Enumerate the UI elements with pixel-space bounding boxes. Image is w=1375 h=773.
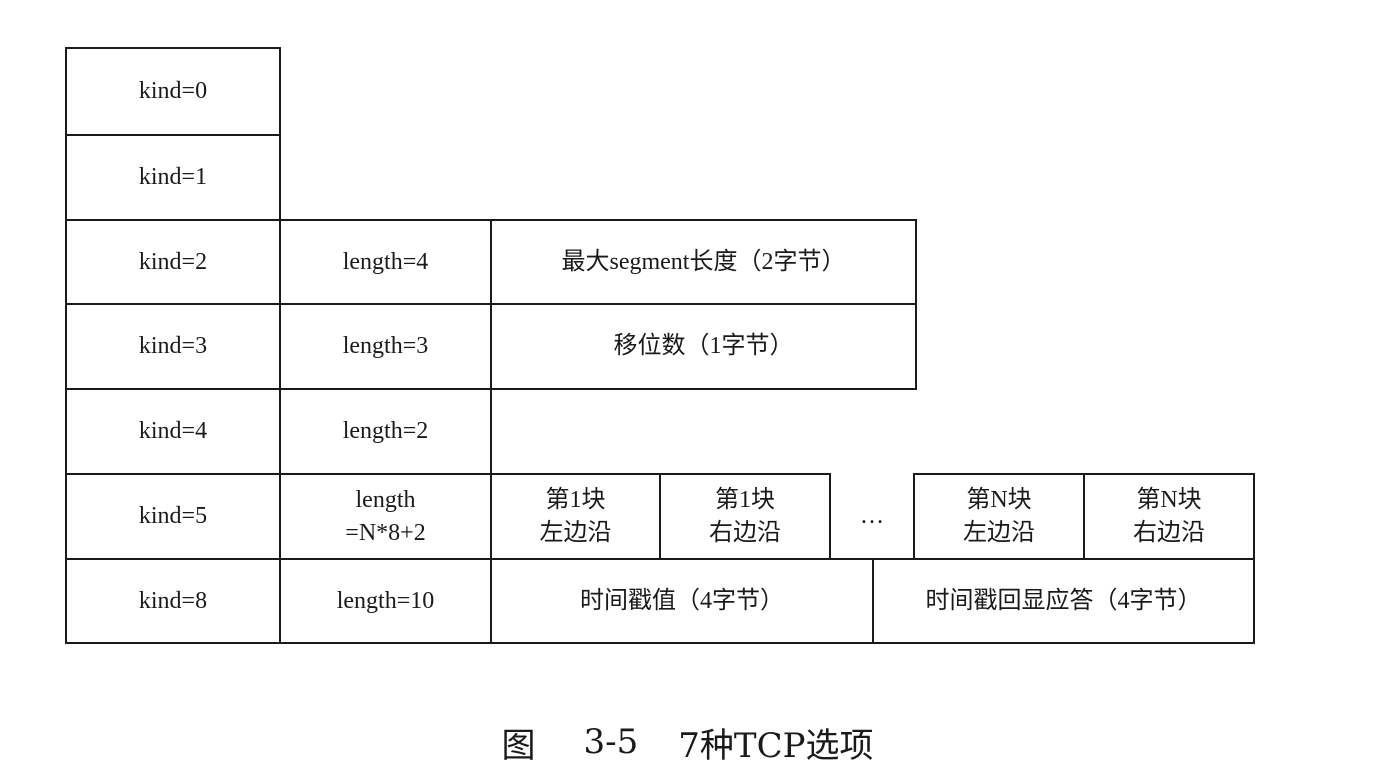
cell-text: 右边沿: [1133, 519, 1205, 546]
cell-text: length=10: [336, 587, 435, 614]
cell-text: 第1块: [715, 487, 775, 514]
cell-text: kind=5: [138, 503, 208, 530]
cell-text: 左边沿: [539, 519, 612, 546]
cell-text: kind=8: [138, 587, 208, 614]
cell-text: length=3: [342, 333, 429, 360]
cell-text: 第N块: [966, 487, 1032, 514]
cell-text: 时间戳回显应答（4字节）: [925, 587, 1202, 614]
cell-length-3: length=3: [279, 303, 492, 390]
cell-length-2: length=2: [279, 388, 492, 475]
cell-text: kind=4: [138, 418, 208, 445]
cell-block1-left: 第1块 左边沿: [490, 473, 661, 560]
ellipsis-text: …: [860, 503, 884, 529]
cell-kind-8: kind=8: [65, 558, 281, 644]
cell-text: 时间戳值（4字节）: [580, 587, 784, 614]
cell-kind-2: kind=2: [65, 219, 281, 305]
cell-text: 第N块: [1136, 487, 1202, 514]
cell-text: kind=1: [138, 164, 208, 191]
cell-mss: 最大segment长度（2字节）: [490, 219, 917, 305]
caption-number: 3-5: [583, 722, 639, 762]
cell-text: =N*8+2: [345, 519, 426, 546]
cell-kind-0: kind=0: [65, 47, 281, 136]
cell-text: 移位数（1字节）: [613, 333, 794, 360]
cell-kind-4: kind=4: [65, 388, 281, 475]
figure-caption: 图 3-5 7种TCP选项: [0, 712, 1375, 772]
cell-blockn-left: 第N块 左边沿: [913, 473, 1085, 560]
cell-text: length=2: [342, 418, 429, 445]
cell-timestamp-echo: 时间戳回显应答（4字节）: [872, 558, 1255, 644]
cell-shift: 移位数（1字节）: [490, 303, 917, 390]
cell-block1-right: 第1块 右边沿: [659, 473, 831, 560]
cell-text: kind=0: [138, 78, 208, 105]
cell-text: 左边沿: [963, 519, 1035, 546]
cell-text: length=4: [342, 248, 429, 275]
cell-text: kind=2: [138, 248, 208, 275]
cell-length-10: length=10: [279, 558, 492, 644]
caption-prefix: 图: [501, 725, 536, 766]
cell-length-n: length =N*8+2: [279, 473, 492, 560]
cell-kind-5: kind=5: [65, 473, 281, 560]
cell-text: length: [355, 487, 416, 514]
cell-kind-3: kind=3: [65, 303, 281, 390]
cell-text: 右边沿: [709, 519, 781, 546]
cell-text: 最大segment长度（2字节）: [561, 248, 846, 275]
cell-length-4: length=4: [279, 219, 492, 305]
cell-text: kind=3: [138, 333, 208, 360]
cell-blockn-right: 第N块 右边沿: [1083, 473, 1255, 560]
cell-kind-1: kind=1: [65, 134, 281, 221]
caption-title: 7种TCP选项: [678, 725, 874, 766]
ellipsis: …: [831, 473, 913, 560]
cell-text: 第1块: [545, 487, 606, 514]
cell-timestamp: 时间戳值（4字节）: [490, 558, 874, 644]
